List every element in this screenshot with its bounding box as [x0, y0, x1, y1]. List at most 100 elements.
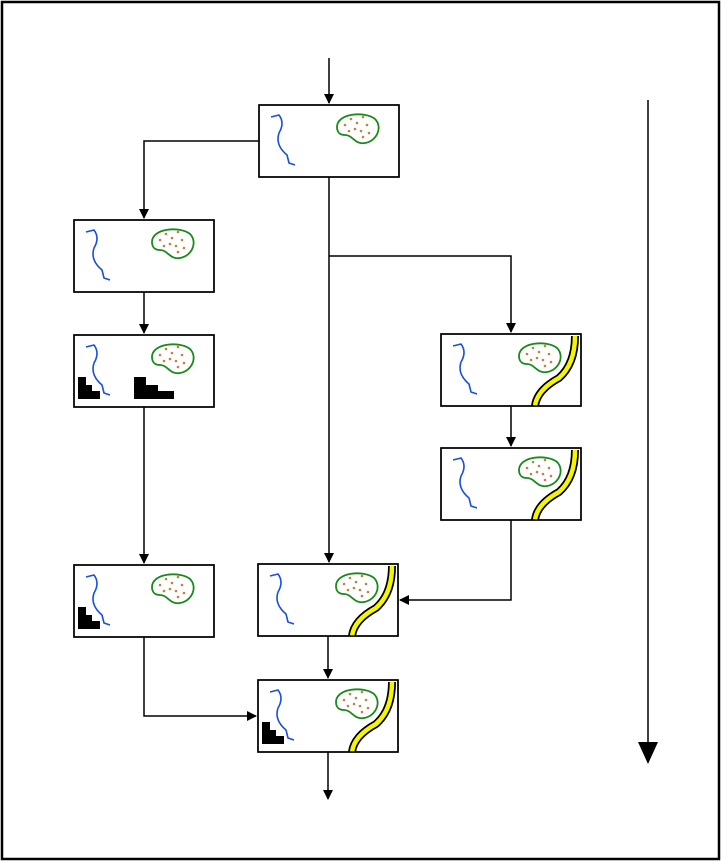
area-dot	[176, 575, 180, 579]
area-dot	[543, 344, 547, 348]
area-dot	[364, 582, 368, 586]
area-dot	[353, 127, 357, 131]
area-dot	[182, 361, 186, 365]
node-right-2	[440, 447, 582, 521]
area-dot	[360, 594, 364, 598]
area-dot	[365, 123, 369, 127]
area-dot	[549, 474, 553, 478]
node-border	[73, 334, 215, 408]
time-axis-arrowhead	[638, 742, 658, 764]
area-dot	[182, 246, 186, 250]
edge-top-to-left-1	[139, 140, 259, 219]
edge-top-to-right-1	[329, 255, 516, 333]
area-dot	[180, 238, 184, 242]
area-dot	[342, 582, 346, 586]
area-dot	[541, 472, 545, 476]
area-outline	[151, 343, 195, 375]
area-dot	[162, 589, 166, 593]
area-dot	[529, 358, 533, 362]
area-dot	[347, 129, 351, 133]
node-final	[257, 679, 399, 753]
road-fill	[349, 681, 395, 753]
area-dot	[531, 460, 535, 464]
area-dot	[342, 698, 346, 702]
node-frame	[73, 219, 215, 293]
area-dot	[549, 360, 553, 364]
area-outline	[336, 113, 380, 145]
area-dot	[182, 591, 186, 595]
area-dot	[346, 704, 350, 708]
area-outline	[518, 342, 562, 374]
road-fill	[349, 565, 395, 637]
area-dot	[543, 458, 547, 462]
area-dot	[367, 131, 371, 135]
area-dot	[164, 577, 168, 581]
node-border	[257, 563, 399, 637]
area-dot	[349, 117, 353, 121]
area-dot	[174, 589, 178, 593]
area-dot	[176, 345, 180, 349]
area-dot	[537, 350, 541, 354]
area-dot	[543, 364, 547, 368]
area-dot	[543, 478, 547, 482]
area-dot	[176, 230, 180, 234]
area-dot	[180, 353, 184, 357]
area-dot	[164, 347, 168, 351]
area-dot	[176, 595, 180, 599]
river-line	[85, 344, 111, 396]
area-dot	[176, 365, 180, 369]
area-dot	[176, 250, 180, 254]
area-dot	[361, 135, 365, 139]
time-axis	[638, 100, 658, 764]
area-dot	[358, 588, 362, 592]
area-dot	[162, 244, 166, 248]
area-dot	[360, 710, 364, 714]
area-dot	[348, 692, 352, 696]
area-dot	[525, 352, 529, 356]
edges-layer	[139, 58, 516, 800]
area-outline	[151, 228, 195, 260]
building-single	[78, 607, 100, 629]
area-dot	[348, 576, 352, 580]
building-single	[262, 722, 284, 744]
area-dot	[168, 587, 172, 591]
area-dot	[354, 580, 358, 584]
river-line	[269, 573, 295, 625]
area-dot	[547, 466, 551, 470]
area-dot	[164, 232, 168, 236]
area-dot	[360, 690, 364, 694]
area-dot	[366, 590, 370, 594]
area-dot	[162, 359, 166, 363]
area-dot	[158, 238, 162, 242]
area-dot	[531, 346, 535, 350]
node-center-merge	[257, 563, 399, 637]
building-small	[78, 377, 100, 399]
node-border	[73, 564, 215, 638]
area-dot	[174, 359, 178, 363]
area-dot	[354, 696, 358, 700]
river-line	[269, 689, 295, 741]
area-dot	[352, 586, 356, 590]
area-dot	[170, 236, 174, 240]
area-dot	[541, 358, 545, 362]
node-border	[258, 104, 400, 178]
edge-right-2-to-center-merge	[399, 520, 512, 605]
area-dot	[525, 466, 529, 470]
area-outline	[518, 456, 562, 488]
area-outline	[151, 573, 195, 605]
area-dot	[158, 353, 162, 357]
area-dot	[168, 242, 172, 246]
node-border	[440, 333, 582, 407]
area-dot	[358, 704, 362, 708]
node-frame	[258, 104, 400, 178]
area-dot	[360, 574, 364, 578]
node-border	[440, 447, 582, 521]
area-dot	[174, 244, 178, 248]
river-line	[85, 229, 111, 281]
area-dot	[366, 706, 370, 710]
area-dot	[170, 581, 174, 585]
area-dot	[352, 702, 356, 706]
